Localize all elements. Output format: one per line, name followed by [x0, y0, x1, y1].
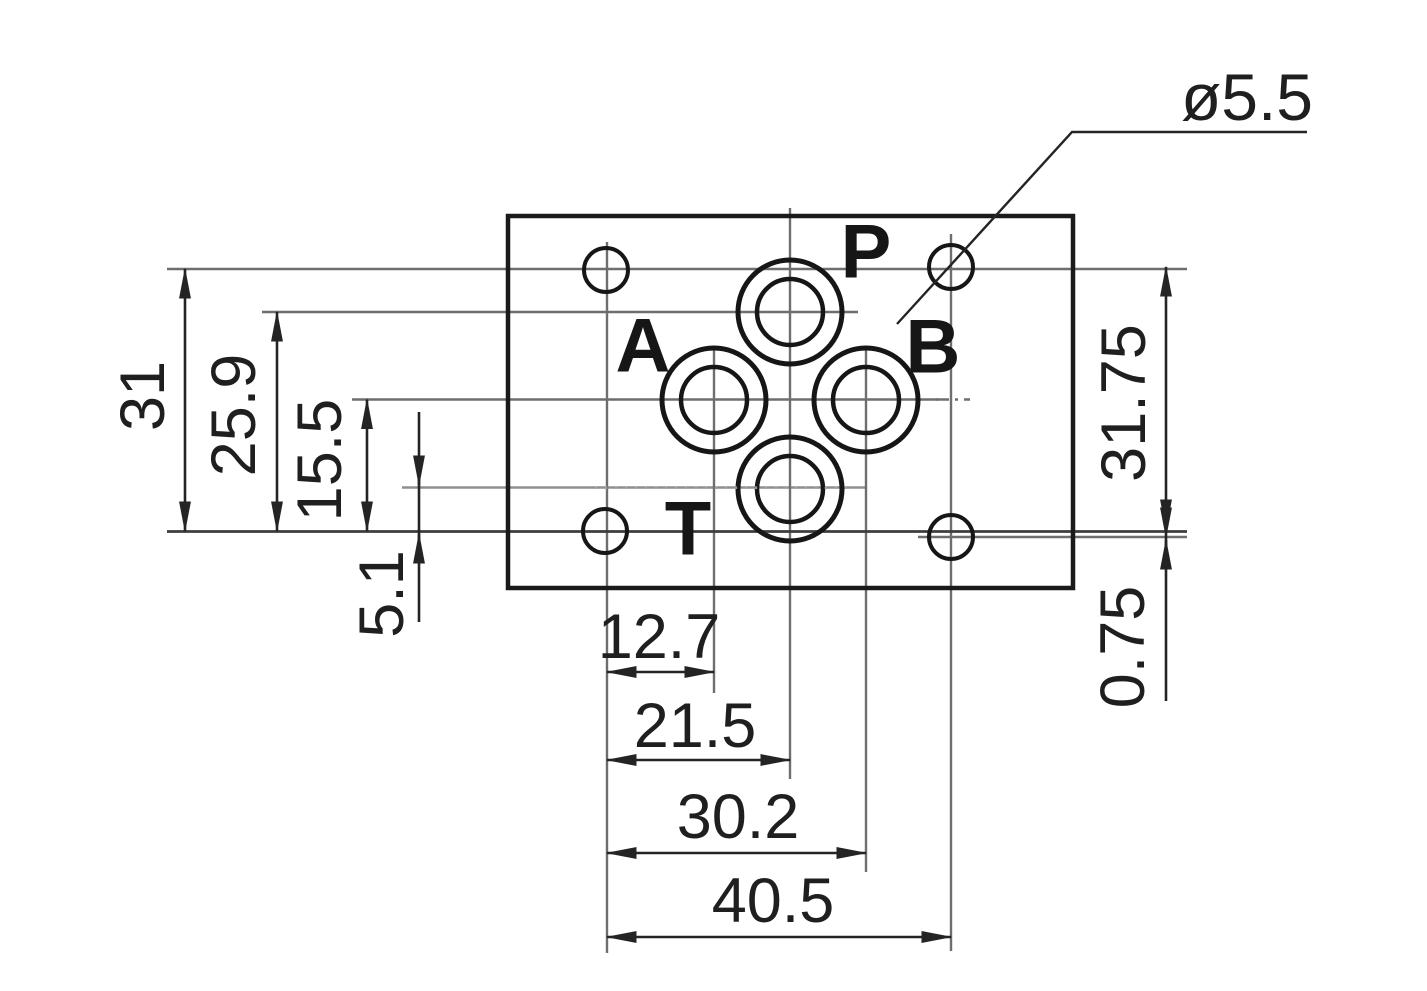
port-b-outer-circle — [811, 345, 921, 455]
port-p-inner-circle — [754, 276, 826, 348]
dim-label-21-5: 21.5 — [634, 691, 757, 761]
mounting-plate-outline — [505, 213, 1076, 591]
port-a-outer-circle — [659, 345, 769, 455]
mounting-hole-bottom-right — [927, 513, 975, 561]
port-p-outer-circle — [735, 257, 845, 367]
mounting-hole-top-right — [927, 243, 975, 291]
dim-label-5-1: 5.1 — [347, 550, 417, 638]
hole-callout: ø5.5 — [896, 60, 1313, 325]
callout-leader-line — [896, 130, 1307, 325]
centerlines — [167, 208, 1187, 953]
port-t-inner-circle — [754, 453, 826, 525]
mounting-holes — [581, 243, 975, 561]
dimensions-right: 31.75 0.75 — [1088, 265, 1172, 709]
dim-label-31: 31 — [108, 361, 178, 431]
port-label-p: P — [841, 210, 892, 295]
dim-label-30-2: 30.2 — [677, 782, 800, 852]
port-label-b: B — [906, 305, 961, 390]
dim-label-12-7: 12.7 — [598, 602, 721, 672]
dim-label-40-5: 40.5 — [712, 866, 835, 936]
callout-label-diameter: ø5.5 — [1181, 60, 1313, 134]
dim-label-0-75: 0.75 — [1088, 586, 1158, 709]
mounting-hole-top-left — [582, 246, 630, 294]
dim-label-31-75: 31.75 — [1089, 324, 1159, 482]
mounting-hole-bottom-left — [581, 507, 629, 555]
dim-label-25-9: 25.9 — [199, 354, 269, 477]
port-labels: P A B T — [616, 210, 961, 572]
port-label-t: T — [665, 487, 711, 572]
port-label-a: A — [616, 304, 671, 389]
dimensions-bottom: 12.7 21.5 30.2 40.5 — [598, 602, 953, 943]
watermark: ·························· — [592, 474, 852, 501]
port-t-outer-circle — [735, 434, 845, 544]
port-b-inner-circle — [830, 364, 902, 436]
dimensions-left: 31 25.9 15.5 5.1 — [108, 267, 425, 638]
port-a-inner-circle — [678, 364, 750, 436]
ports — [659, 257, 921, 544]
dim-label-15-5: 15.5 — [285, 399, 355, 522]
